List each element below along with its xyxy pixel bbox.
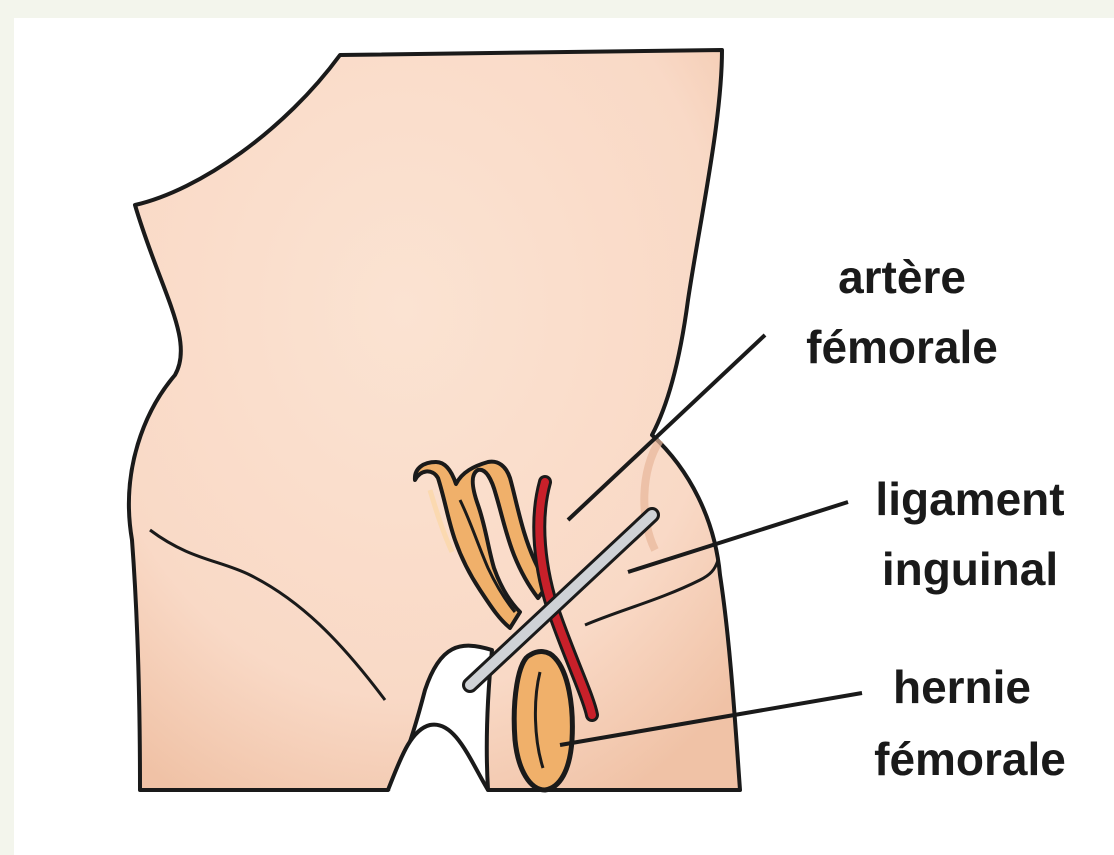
label-inguinal-ligament-line1: ligament	[875, 473, 1064, 525]
label-femoral-hernia-line2: fémorale	[874, 733, 1066, 785]
label-inguinal-ligament-line2: inguinal	[882, 543, 1058, 595]
femoral-hernia-sac	[514, 652, 572, 790]
label-femoral-artery-line2: fémorale	[806, 321, 998, 373]
label-femoral-artery-line1: artère	[838, 251, 966, 303]
torso	[129, 50, 740, 790]
label-femoral-hernia-line1: hernie	[893, 661, 1031, 713]
